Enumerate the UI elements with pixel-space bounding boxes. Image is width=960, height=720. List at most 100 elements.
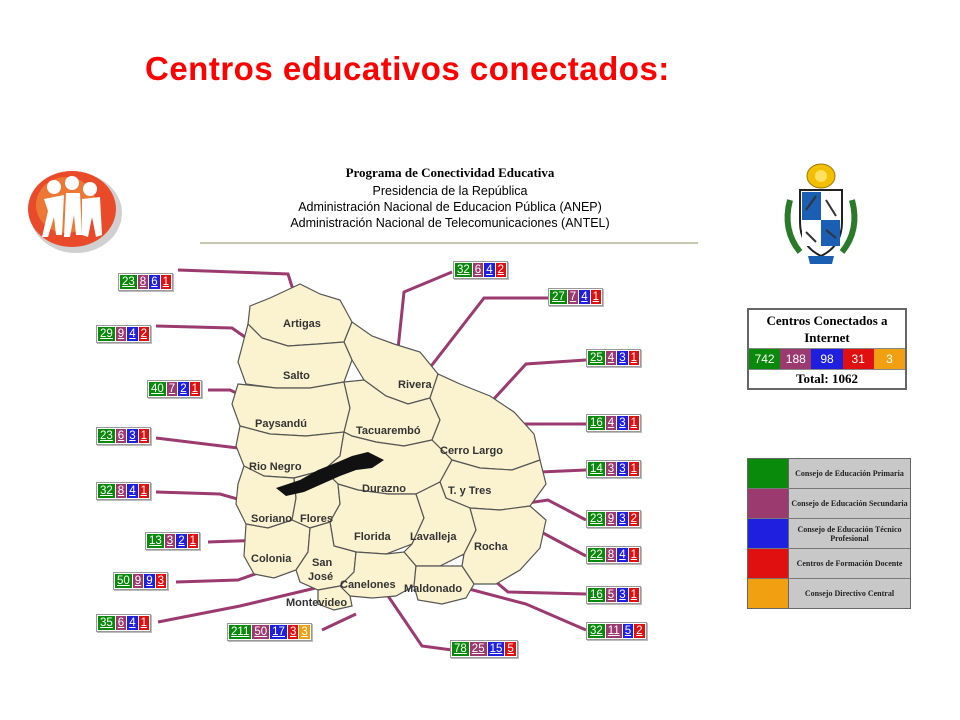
counter-rocha-secundaria[interactable]: 5 <box>605 588 617 602</box>
counter-canelones-docente[interactable]: 5 <box>505 642 516 656</box>
label-canelones: Canelones <box>340 579 396 591</box>
counter-rivera-docente[interactable]: 2 <box>495 263 507 277</box>
counter-soriano-docente[interactable]: 1 <box>138 484 150 498</box>
counter-lavalleja-primaria[interactable]: 22 <box>588 548 605 562</box>
counter-montevideo-docente[interactable]: 3 <box>287 625 299 639</box>
label-florida: Florida <box>354 531 392 543</box>
counter-salto-primaria[interactable]: 29 <box>98 327 115 341</box>
counter-rionegro-tecnica[interactable]: 3 <box>127 429 138 443</box>
counter-rocha-primaria[interactable]: 16 <box>588 588 605 602</box>
counter-paysandu-primaria[interactable]: 40 <box>149 382 166 396</box>
counter-colonia-docente[interactable]: 3 <box>155 574 167 588</box>
counter-paysandu-secundaria[interactable]: 7 <box>166 382 178 396</box>
counter-soriano-tecnica[interactable]: 4 <box>127 484 138 498</box>
label-artigas: Artigas <box>283 318 321 330</box>
legend-row-docente: Centros de Formación Docente <box>748 549 910 579</box>
counter-maldonado-docente[interactable]: 2 <box>634 624 645 638</box>
counter-tytres-secundaria[interactable]: 3 <box>605 462 617 476</box>
counter-tytres-primaria[interactable]: 14 <box>588 462 605 476</box>
counter-maldonado-secundaria[interactable]: 11 <box>605 624 622 638</box>
counter-soriano-primaria[interactable]: 32 <box>98 484 115 498</box>
legend-row-primaria: Consejo de Educación Primaria <box>748 459 910 489</box>
counter-rivera-tecnica[interactable]: 4 <box>484 263 495 277</box>
counter-florida-docente[interactable]: 2 <box>628 512 640 526</box>
counter-sanjose-primaria[interactable]: 35 <box>98 616 115 630</box>
label-tacuarembo: Tacuarembó <box>356 425 421 437</box>
legend-swatch-red <box>748 549 789 578</box>
counter-paysandu-tecnica[interactable]: 2 <box>178 382 189 396</box>
legend-swatch-purple <box>748 489 789 518</box>
counter-salto-docente[interactable]: 2 <box>138 327 150 341</box>
counter-montevideo-codicen[interactable]: 3 <box>299 625 310 639</box>
counter-tytres-docente[interactable]: 1 <box>628 462 640 476</box>
counter-flores-secundaria[interactable]: 3 <box>164 534 176 548</box>
counter-flores-docente[interactable]: 1 <box>187 534 199 548</box>
counter-lavalleja-secundaria[interactable]: 8 <box>605 548 617 562</box>
counter-colonia-tecnica[interactable]: 9 <box>144 574 155 588</box>
legend-swatch-blue <box>748 519 789 548</box>
label-salto: Salto <box>283 370 310 382</box>
program-header: Programa de Conectividad Educativa Presi… <box>200 165 700 231</box>
counter-tacuarembo-secundaria[interactable]: 7 <box>567 290 579 304</box>
counter-rocha-tecnica[interactable]: 3 <box>617 588 628 602</box>
counter-maldonado-primaria[interactable]: 32 <box>588 624 605 638</box>
counter-florida-secundaria[interactable]: 9 <box>605 512 617 526</box>
counter-durazno-secundaria[interactable]: 4 <box>605 416 617 430</box>
counter-soriano-secundaria[interactable]: 8 <box>115 484 127 498</box>
counter-tacuarembo-primaria[interactable]: 27 <box>550 290 567 304</box>
counter-cerrolargo-tecnica[interactable]: 3 <box>617 351 628 365</box>
label-soriano: Soriano <box>251 513 292 525</box>
counter-artigas-docente[interactable]: 1 <box>160 275 172 289</box>
counter-tytres-tecnica[interactable]: 3 <box>617 462 628 476</box>
header-line-anep: Administración Nacional de Educacion Púb… <box>298 200 602 214</box>
counter-rocha-docente[interactable]: 1 <box>628 588 640 602</box>
counter-canelones-primaria[interactable]: 78 <box>452 642 469 656</box>
counter-artigas-primaria[interactable]: 23 <box>120 275 137 289</box>
counter-lavalleja-docente[interactable]: 1 <box>628 548 640 562</box>
counter-canelones-tecnica[interactable]: 15 <box>487 642 505 656</box>
counter-cerrolargo-secundaria[interactable]: 4 <box>605 351 617 365</box>
counter-colonia-secundaria[interactable]: 9 <box>132 574 144 588</box>
counter-florida-primaria[interactable]: 23 <box>588 512 605 526</box>
counter-montevideo-primaria[interactable]: 211 <box>229 625 252 639</box>
counter-tacuarembo-docente[interactable]: 1 <box>590 290 602 304</box>
counter-rivera-secundaria[interactable]: 6 <box>472 263 484 277</box>
counter-rionegro-primaria[interactable]: 23 <box>98 429 115 443</box>
label-tytres: T. y Tres <box>448 485 491 497</box>
legend-row-tecnica: Consejo de Educación Técnico Profesional <box>748 519 910 549</box>
counter-durazno-tecnica[interactable]: 3 <box>617 416 628 430</box>
counter-canelones-secundaria[interactable]: 25 <box>469 642 487 656</box>
counter-cerrolargo-docente[interactable]: 1 <box>628 351 640 365</box>
counter-colonia-primaria[interactable]: 50 <box>115 574 132 588</box>
counter-rionegro-secundaria[interactable]: 6 <box>115 429 127 443</box>
counter-durazno-primaria[interactable]: 16 <box>588 416 605 430</box>
counter-flores-primaria[interactable]: 13 <box>147 534 164 548</box>
label-durazno: Durazno <box>362 483 406 495</box>
counter-salto-secundaria[interactable]: 9 <box>115 327 127 341</box>
counter-salto-tecnica[interactable]: 4 <box>127 327 138 341</box>
counter-rivera-primaria[interactable]: 32 <box>455 263 472 277</box>
counter-montevideo-tecnica[interactable]: 17 <box>270 625 287 639</box>
counter-rionegro-docente[interactable]: 1 <box>138 429 150 443</box>
counter-sanjose-secundaria[interactable]: 6 <box>115 616 127 630</box>
counter-sanjose-tecnica[interactable]: 4 <box>127 616 138 630</box>
leader-cerrolargo <box>478 358 587 416</box>
counter-flores-tecnica[interactable]: 2 <box>176 534 187 548</box>
counter-durazno-docente[interactable]: 1 <box>628 416 640 430</box>
counter-artigas-secundaria[interactable]: 8 <box>137 275 149 289</box>
region-labels: Artigas Salto Paysandú Rio Negro Soriano… <box>249 318 509 609</box>
counter-cerrolargo-primaria[interactable]: 25 <box>588 351 605 365</box>
counter-paysandu-docente[interactable]: 1 <box>189 382 201 396</box>
counter-florida-tecnica[interactable]: 3 <box>617 512 628 526</box>
counter-tacuarembo-tecnica[interactable]: 4 <box>579 290 590 304</box>
counter-sanjose-docente[interactable]: 1 <box>138 616 150 630</box>
counter-maldonado-tecnica[interactable]: 5 <box>622 624 634 638</box>
legend-row-codicen: Consejo Directivo Central <box>748 579 910 608</box>
counter-lavalleja-tecnica[interactable]: 4 <box>617 548 628 562</box>
counter-artigas-tecnica[interactable]: 6 <box>149 275 160 289</box>
counter-montevideo-secundaria[interactable]: 50 <box>252 625 270 639</box>
